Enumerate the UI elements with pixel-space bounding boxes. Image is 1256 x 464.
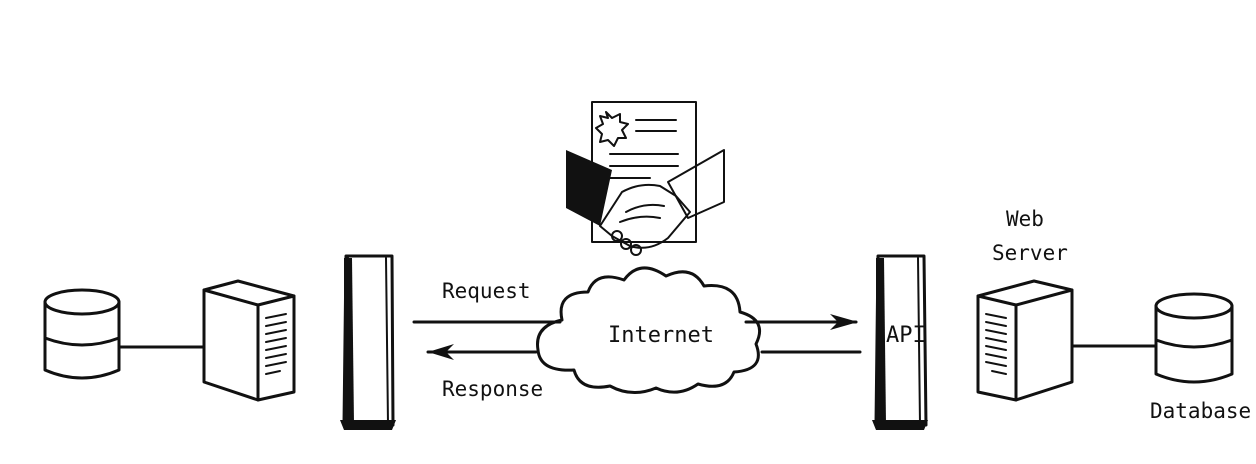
api-pillar-icon bbox=[872, 254, 928, 430]
web-server-label-line2: Server bbox=[992, 241, 1068, 265]
web-server-icon bbox=[976, 279, 1074, 402]
request-label: Request bbox=[442, 279, 531, 303]
response-arrow bbox=[426, 344, 862, 360]
api-label: API bbox=[886, 323, 926, 348]
left-gateway-pillar-icon bbox=[340, 254, 396, 430]
web-server-label-line1: Web bbox=[1006, 207, 1044, 231]
request-arrow bbox=[412, 314, 858, 330]
left-database-icon bbox=[43, 288, 121, 380]
contract-handshake-icon bbox=[566, 101, 725, 256]
right-database-icon bbox=[1154, 292, 1234, 384]
internet-label: Internet bbox=[608, 323, 714, 348]
database-label: Database bbox=[1150, 399, 1251, 423]
left-server-icon bbox=[202, 279, 296, 402]
response-label: Response bbox=[442, 377, 543, 401]
cloud-icon bbox=[536, 266, 761, 394]
